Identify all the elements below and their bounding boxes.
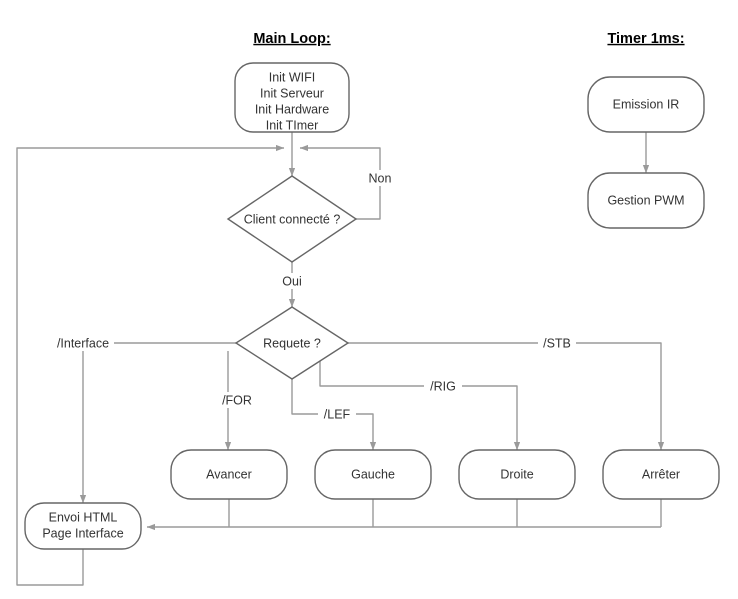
node-init-line-4: Init TImer bbox=[266, 118, 319, 132]
node-envoi-html-shape bbox=[24, 502, 142, 550]
node-client-connecte-shape bbox=[226, 175, 358, 263]
node-droite-label: Droite bbox=[500, 467, 533, 481]
node-gestion-pwm-shape bbox=[587, 172, 705, 229]
edge-label-non: Non bbox=[369, 171, 392, 185]
edge-label-non-bg bbox=[362, 170, 398, 186]
node-envoi-html[interactable]: Envoi HTML Page Interface bbox=[24, 502, 142, 550]
connector-envoi-html-return-loop bbox=[16, 144, 285, 586]
node-client-connecte-label: Client connecté ? bbox=[244, 212, 341, 226]
edge-label-lef-bg bbox=[318, 406, 356, 422]
node-gauche-label: Gauche bbox=[351, 467, 395, 481]
node-init-line-1: Init WIFI bbox=[269, 70, 316, 84]
node-requete-label: Requete ? bbox=[263, 336, 321, 350]
node-init-shape bbox=[234, 62, 350, 133]
node-emission-ir-label: Emission IR bbox=[613, 97, 680, 111]
node-gauche[interactable]: Gauche bbox=[314, 449, 432, 500]
edge-label-stb-bg bbox=[538, 335, 576, 351]
node-droite[interactable]: Droite bbox=[458, 449, 576, 500]
column-title-timer: Timer 1ms: bbox=[607, 31, 684, 47]
node-gestion-pwm-label: Gestion PWM bbox=[607, 193, 684, 207]
node-requete-shape bbox=[234, 306, 350, 380]
edge-label-stb: /STB bbox=[543, 336, 571, 350]
node-init[interactable]: Init WIFI Init Serveur Init Hardware Ini… bbox=[234, 62, 350, 133]
edge-label-lef: /LEF bbox=[324, 407, 351, 421]
node-envoi-html-line-2: Page Interface bbox=[42, 526, 123, 540]
node-emission-ir-shape bbox=[587, 76, 705, 133]
node-gestion-pwm[interactable]: Gestion PWM bbox=[587, 172, 705, 229]
edge-label-for-bg bbox=[215, 392, 253, 408]
node-droite-shape bbox=[458, 449, 576, 500]
connector-rig-branch bbox=[319, 356, 521, 451]
node-init-line-3: Init Hardware bbox=[255, 102, 329, 116]
node-avancer-label: Avancer bbox=[206, 467, 252, 481]
edge-label-interface: /Interface bbox=[57, 336, 109, 350]
node-client-connecte[interactable]: Client connecté ? bbox=[226, 175, 358, 263]
edge-label-interface-bg bbox=[52, 335, 114, 351]
edge-label-rig: /RIG bbox=[430, 379, 456, 393]
edge-label-oui: Oui bbox=[282, 274, 301, 288]
column-title-main-loop: Main Loop: bbox=[253, 31, 330, 47]
node-arreter[interactable]: Arrêter bbox=[602, 449, 720, 500]
node-requete[interactable]: Requete ? bbox=[234, 306, 350, 380]
node-emission-ir[interactable]: Emission IR bbox=[587, 76, 705, 133]
node-envoi-html-line-1: Envoi HTML bbox=[49, 510, 118, 524]
node-avancer-shape bbox=[170, 449, 288, 500]
node-avancer[interactable]: Avancer bbox=[170, 449, 288, 500]
node-arreter-label: Arrêter bbox=[642, 467, 680, 481]
node-gauche-shape bbox=[314, 449, 432, 500]
edge-label-rig-bg bbox=[424, 378, 462, 394]
node-arreter-shape bbox=[602, 449, 720, 500]
connector-stb-branch bbox=[348, 342, 665, 451]
edge-label-oui-bg bbox=[276, 273, 308, 289]
node-init-line-2: Init Serveur bbox=[260, 86, 324, 100]
edge-label-for: /FOR bbox=[222, 393, 252, 407]
